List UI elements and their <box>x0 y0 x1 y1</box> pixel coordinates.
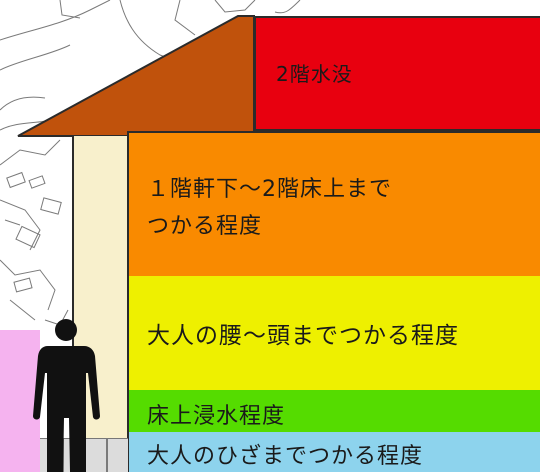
label-waist-to-head: 大人の腰～頭までつかる程度 <box>147 323 459 349</box>
house-roof-icon <box>17 15 255 137</box>
ground-tick <box>106 438 108 472</box>
band-second-floor: 2階水没 <box>254 16 540 131</box>
band-eaves-to-second-floor: １階軒下～2階床上まで つかる程度 <box>127 131 540 276</box>
label-floor-flooding: 床上浸水程度 <box>147 404 286 429</box>
label-knee-height: 大人のひざまでつかる程度 <box>147 444 424 469</box>
band-waist-to-head: 大人の腰～頭までつかる程度 <box>127 276 540 390</box>
band-floor-flooding: 床上浸水程度 <box>127 390 540 432</box>
person-silhouette-icon <box>33 319 100 472</box>
band-knee-height: 大人のひざまでつかる程度 <box>127 432 540 472</box>
left-pink-area <box>0 330 40 472</box>
label-eaves-to-second-floor: １階軒下～2階床上まで つかる程度 <box>147 177 392 239</box>
label-second-floor: 2階水没 <box>276 62 353 86</box>
